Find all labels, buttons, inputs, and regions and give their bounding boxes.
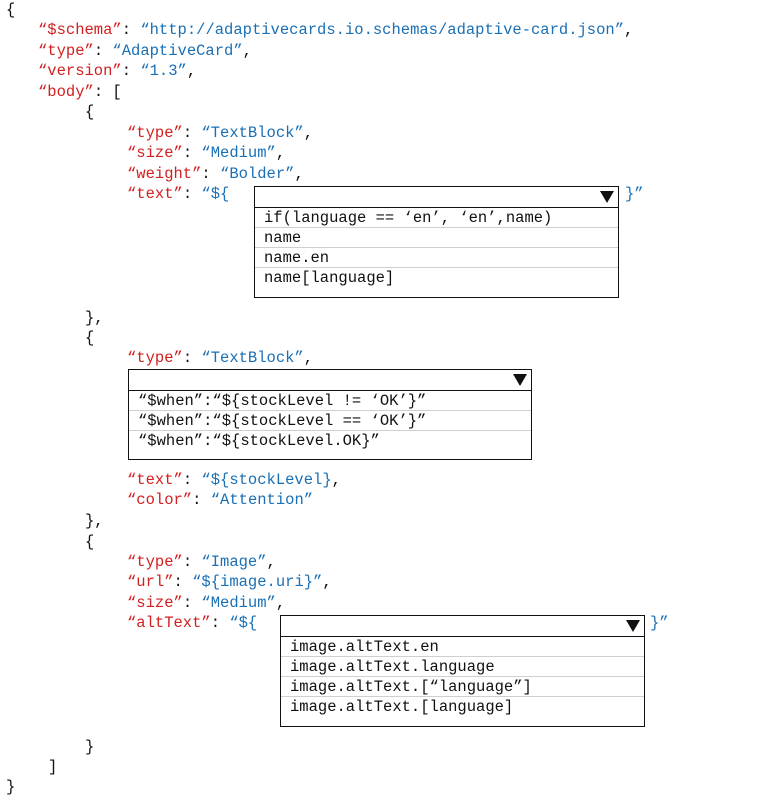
b3-url-line: “url”: “${image.uri}”, [127, 573, 332, 591]
b1-text-line: “text”: “${ [127, 185, 230, 203]
b3-url-key: “url” [127, 573, 174, 591]
schema-value: “http://adaptivecards.io.schemas/adaptiv… [140, 21, 625, 39]
b1-size-value: “Medium” [201, 144, 276, 162]
triangle-down-icon[interactable] [600, 191, 614, 203]
dropdown-option[interactable]: image.altText.language [281, 657, 644, 677]
b1-type-line: “type”: “TextBlock”, [127, 124, 314, 142]
body-key: “body” [38, 83, 94, 101]
dropdown-option[interactable]: “$when”:“${stockLevel != ‘OK’}” [129, 391, 531, 411]
version-line: “version”: “1.3”, [38, 62, 197, 80]
dropdown-selected-value[interactable] [129, 370, 531, 391]
dropdown-option[interactable]: image.altText.[“language”] [281, 677, 644, 697]
dropdown-option[interactable]: name[language] [264, 269, 395, 287]
dropdown-option[interactable]: image.altText.[language] [290, 698, 514, 716]
b1-text-key: “text” [127, 185, 183, 203]
b3-type-key: “type” [127, 553, 183, 571]
b1-type-key: “type” [127, 124, 183, 142]
b2-type-key: “type” [127, 349, 183, 367]
open-brace: { [6, 1, 16, 19]
dropdown-selected-value[interactable] [255, 187, 618, 208]
dropdown-selected-value[interactable] [281, 616, 644, 637]
b1-weight-key: “weight” [127, 165, 202, 183]
schema-line: “$schema”: “http://adaptivecards.io.sche… [38, 21, 634, 39]
b1-text-suffix: }” [625, 185, 644, 203]
schema-key: “$schema” [38, 21, 122, 39]
type-key: “type” [38, 42, 94, 60]
b2-text-line: “text”: “${stockLevel}, [127, 471, 341, 489]
b2-text-value: “${stockLevel} [201, 471, 332, 489]
b2-color-value: “Attention” [210, 491, 314, 509]
b3-alt-suffix: }” [650, 614, 669, 632]
alttext-expression-dropdown[interactable]: image.altText.en image.altText.language … [280, 615, 645, 727]
b3-size-line: “size”: “Medium”, [127, 594, 286, 612]
b3-size-value: “Medium” [201, 594, 276, 612]
b3-alt-line: “altText”: “${ [127, 614, 258, 632]
b3-alt-prefix: “${ [229, 614, 258, 632]
b2-color-line: “color”: “Attention” [127, 491, 314, 509]
b3-url-value: “${image.uri}” [192, 573, 323, 591]
b1-type-value: “TextBlock” [201, 124, 304, 142]
b1-weight-value: “Bolder” [220, 165, 295, 183]
b1-text-prefix: “${ [201, 185, 230, 203]
b2-text-key: “text” [127, 471, 183, 489]
version-key: “version” [38, 62, 122, 80]
b1-size-line: “size”: “Medium”, [127, 144, 286, 162]
type-value: “AdaptiveCard” [112, 42, 243, 60]
b3-type-line: “type”: “Image”, [127, 553, 276, 571]
dropdown-option[interactable]: “$when”:“${stockLevel == ‘OK’}” [129, 411, 531, 431]
b3-alt-key: “altText” [127, 614, 211, 632]
b1-size-key: “size” [127, 144, 183, 162]
block2-open: { [85, 329, 95, 347]
dropdown-option[interactable]: if(language == ‘en’, ‘en’,name) [255, 208, 618, 228]
dropdown-option[interactable]: “$when”:“${stockLevel.OK}” [138, 432, 380, 450]
close-brace: } [6, 778, 16, 796]
when-expression-dropdown[interactable]: “$when”:“${stockLevel != ‘OK’}” “$when”:… [128, 369, 532, 460]
dropdown-option[interactable]: name.en [255, 248, 618, 268]
block2-close: }, [85, 512, 104, 530]
dropdown-option[interactable]: image.altText.en [281, 637, 644, 657]
block1-close: }, [85, 309, 104, 327]
body-close-bracket: ] [48, 758, 58, 776]
dropdown-option[interactable]: name [255, 228, 618, 248]
block3-close: } [85, 738, 95, 756]
body-line: “body”: [ [38, 83, 122, 101]
b2-type-value: “TextBlock” [201, 349, 304, 367]
b3-size-key: “size” [127, 594, 183, 612]
block1-open: { [85, 103, 95, 121]
block3-open: { [85, 533, 95, 551]
type-line: “type”: “AdaptiveCard”, [38, 42, 252, 60]
b2-type-line: “type”: “TextBlock”, [127, 349, 314, 367]
b3-type-value: “Image” [201, 553, 267, 571]
triangle-down-icon[interactable] [626, 620, 640, 632]
b1-weight-line: “weight”: “Bolder”, [127, 165, 304, 183]
triangle-down-icon[interactable] [513, 374, 527, 386]
b2-color-key: “color” [127, 491, 193, 509]
text-expression-dropdown[interactable]: if(language == ‘en’, ‘en’,name) name nam… [254, 186, 619, 298]
version-value: “1.3” [140, 62, 187, 80]
